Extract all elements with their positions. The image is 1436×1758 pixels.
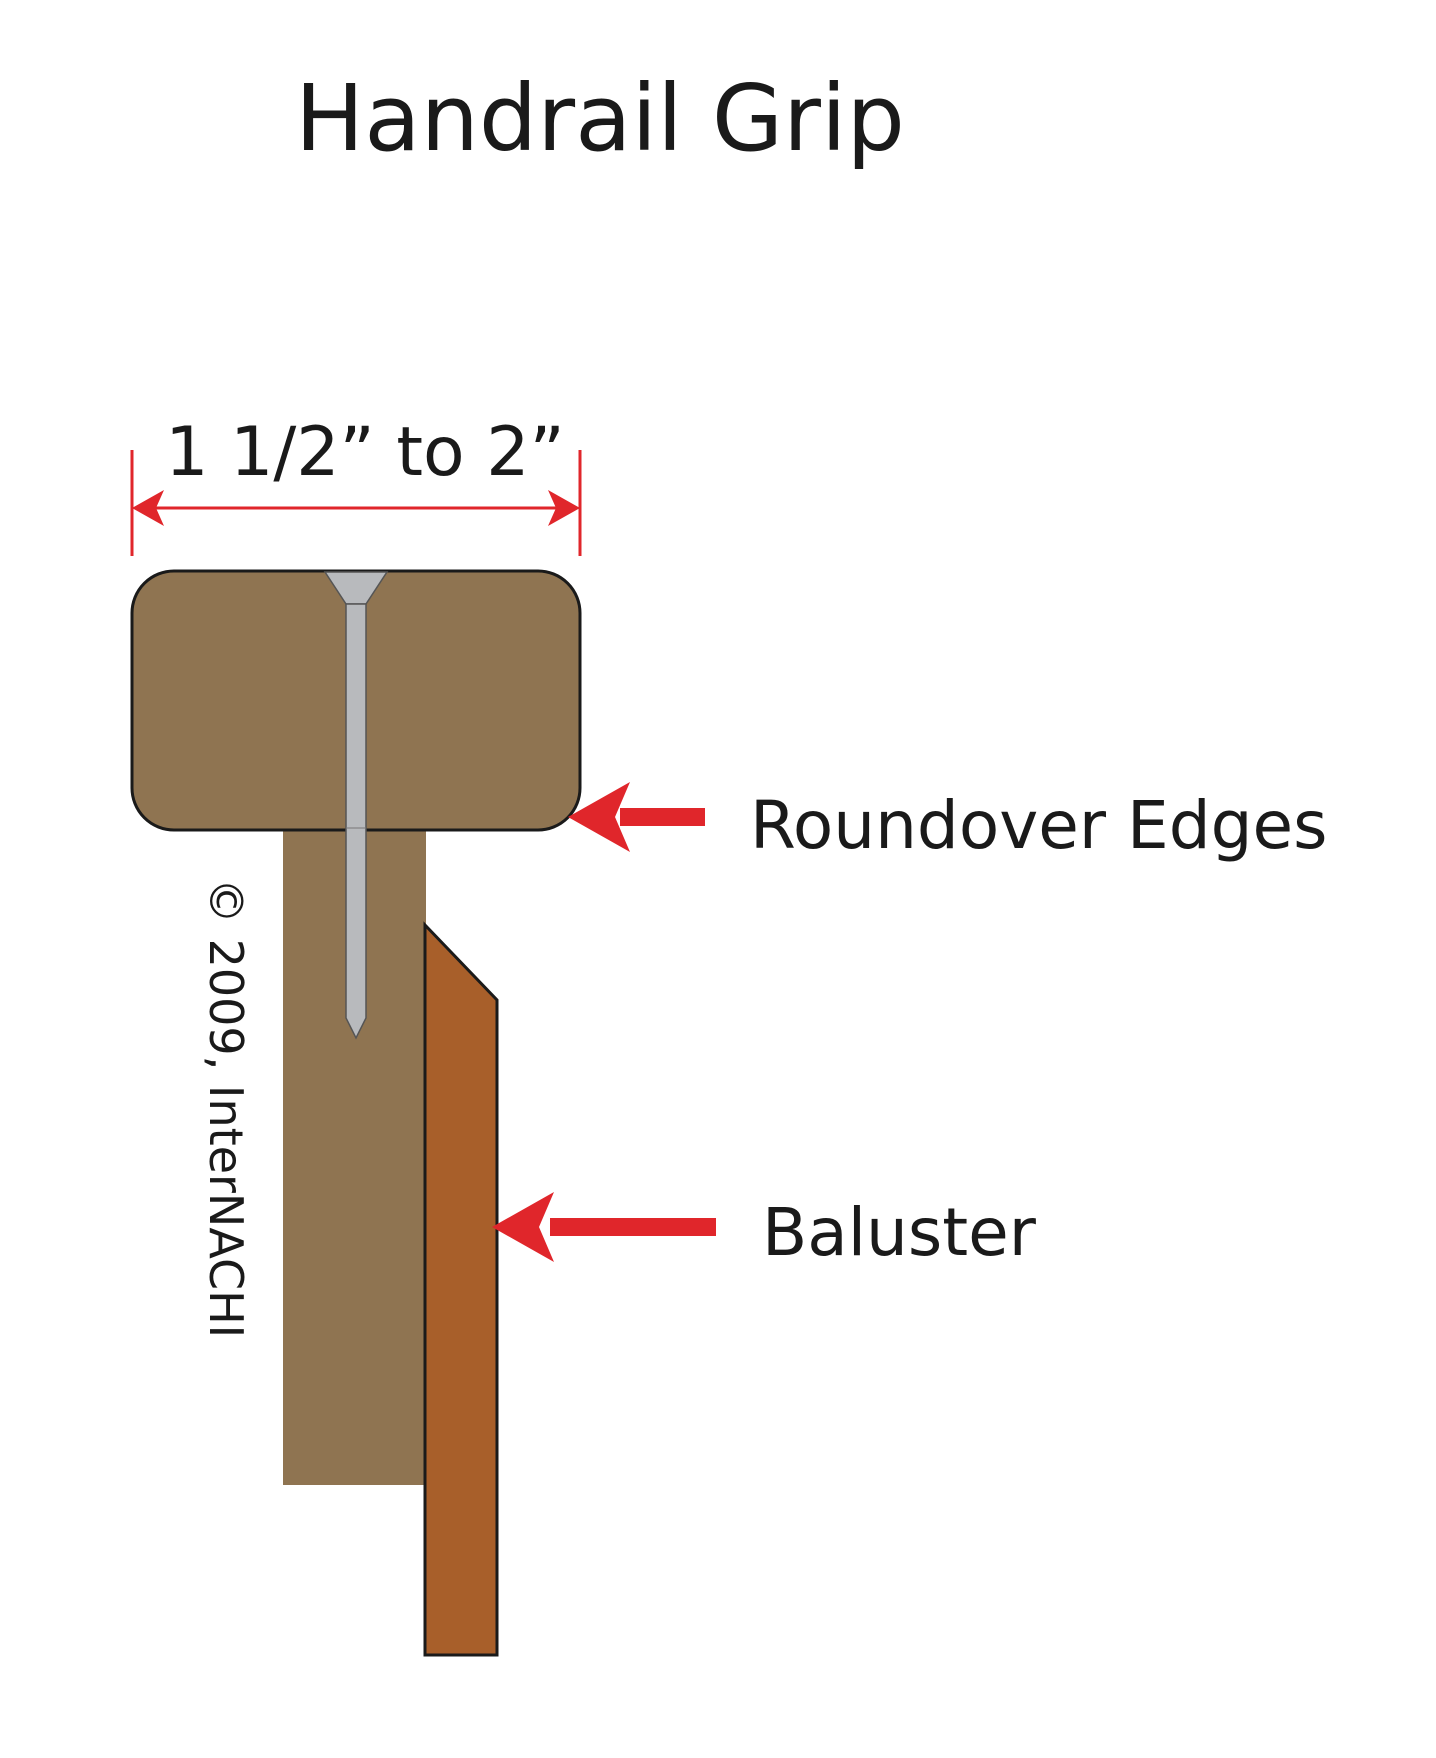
roundover-edges-label: Roundover Edges	[750, 787, 1327, 864]
baluster-label: Baluster	[762, 1194, 1037, 1271]
diagram-title: Handrail Grip	[295, 65, 905, 172]
roundover-arrow	[568, 782, 705, 852]
screw-icon	[323, 571, 389, 1040]
dimension-label: 1 1/2” to 2”	[165, 413, 565, 492]
copyright-text: © 2009, InterNACHI	[199, 878, 253, 1338]
dimension-arrow	[130, 450, 582, 556]
baluster-arrow	[492, 1192, 716, 1262]
baluster	[423, 921, 499, 1657]
